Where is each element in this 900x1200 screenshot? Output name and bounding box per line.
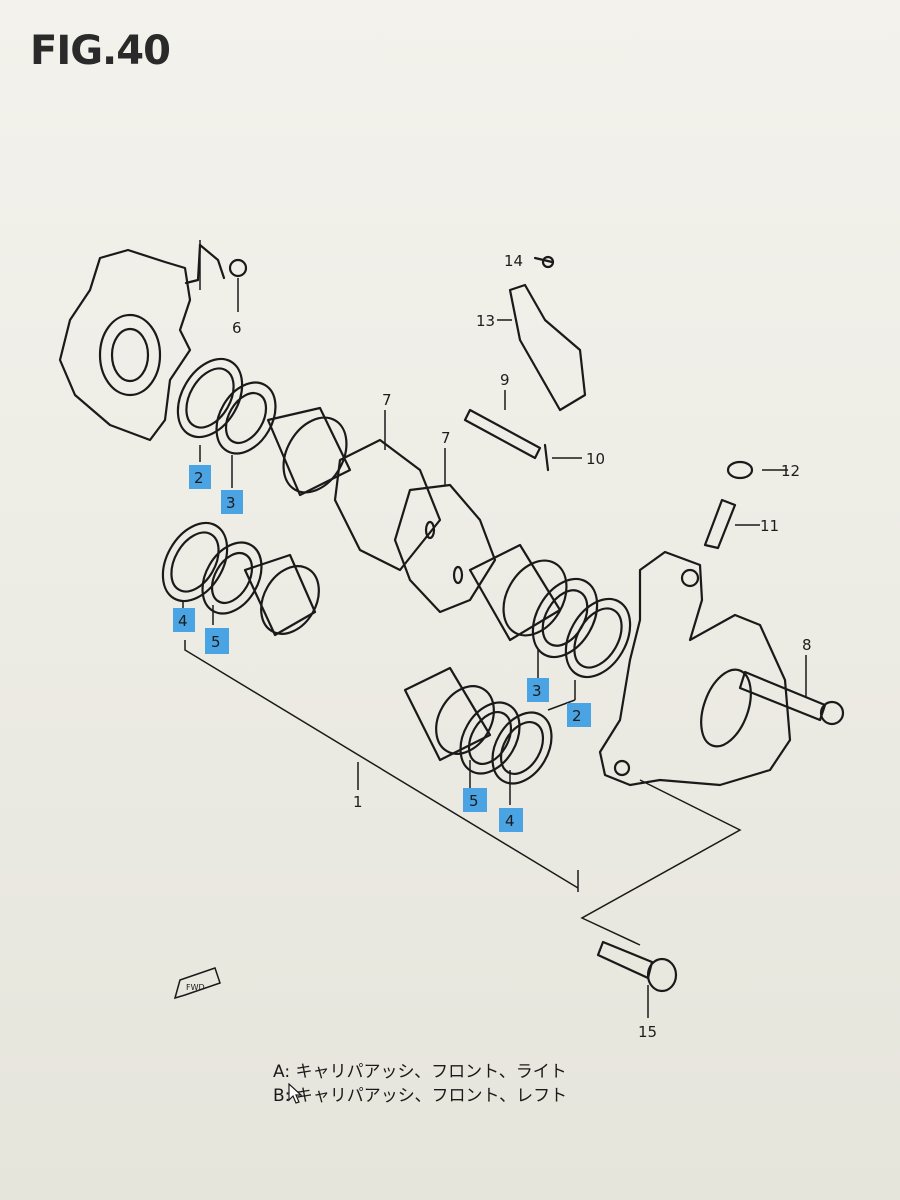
highlight-label-3a: 3	[221, 490, 243, 514]
mouse-cursor-icon	[288, 1083, 303, 1104]
legend: A: キャリパアッシ、フロント、ライト B: キャリパアッシ、フロント、レフト	[273, 1060, 567, 1108]
highlight-label-2b: 2	[567, 703, 591, 727]
fwd-text: FWD	[186, 983, 205, 992]
piston-lower	[403, 666, 495, 762]
part-label-7a: 7	[382, 391, 392, 409]
part-label-15: 15	[638, 1023, 657, 1041]
mounting-bolt	[596, 940, 678, 993]
svg-text:4: 4	[178, 612, 188, 630]
part-label-7b: 7	[441, 429, 451, 447]
pad-spring	[508, 283, 587, 412]
figure-title: FIG.40	[30, 28, 171, 74]
pad-pin	[463, 408, 542, 460]
piston-seal-top	[176, 357, 244, 439]
part-label-6: 6	[232, 319, 242, 337]
brake-pad-2	[393, 483, 497, 614]
svg-text:3: 3	[532, 682, 542, 700]
caliper-body-inner	[598, 550, 792, 787]
dust-seal-right	[564, 597, 632, 679]
part-label-14: 14	[504, 252, 523, 270]
svg-text:4: 4	[505, 812, 515, 830]
part-label-10: 10	[586, 450, 605, 468]
highlight-label-4b: 4	[499, 808, 523, 832]
part-label-12: 12	[781, 462, 800, 480]
svg-text:3: 3	[226, 494, 236, 512]
highlight-label-5a: 5	[205, 628, 229, 654]
bleeder-screw	[703, 498, 737, 550]
part-label-8: 8	[802, 636, 812, 654]
part-label-1: 1	[353, 793, 363, 811]
svg-text:5: 5	[211, 633, 221, 651]
bleed-valve	[228, 258, 248, 312]
caliper-body-outer	[58, 243, 226, 442]
part-label-13: 13	[476, 312, 495, 330]
dust-seal-left	[161, 521, 229, 603]
piston-right	[468, 543, 568, 642]
piston-seal-lower	[459, 701, 521, 775]
svg-text:2: 2	[572, 707, 582, 725]
part-label-11: 11	[760, 517, 779, 535]
pad-mount-pin-14	[533, 255, 555, 269]
piston-top	[266, 406, 352, 497]
part-label-9: 9	[500, 371, 510, 389]
dust-seal-lower	[491, 711, 553, 785]
assembly-bracket-line	[182, 240, 807, 1018]
caliper-bolt	[738, 670, 845, 726]
pad-pin-clip	[543, 443, 582, 472]
svg-text:5: 5	[469, 792, 479, 810]
legend-a: A: キャリパアッシ、フロント、ライト	[273, 1062, 567, 1082]
bleeder-cap	[726, 460, 754, 480]
highlight-label-5b: 5	[463, 788, 487, 812]
piston-left	[243, 553, 320, 637]
brake-pad-1	[333, 438, 442, 572]
highlight-label-4a: 4	[173, 608, 195, 632]
highlight-label-2a: 2	[189, 465, 211, 489]
highlight-label-3b: 3	[527, 678, 549, 702]
forward-arrow-icon: FWD	[173, 967, 221, 1000]
dust-seal-top	[215, 381, 277, 455]
legend-b: B: キャリパアッシ、フロント、レフト	[273, 1086, 568, 1106]
svg-text:2: 2	[194, 469, 204, 487]
